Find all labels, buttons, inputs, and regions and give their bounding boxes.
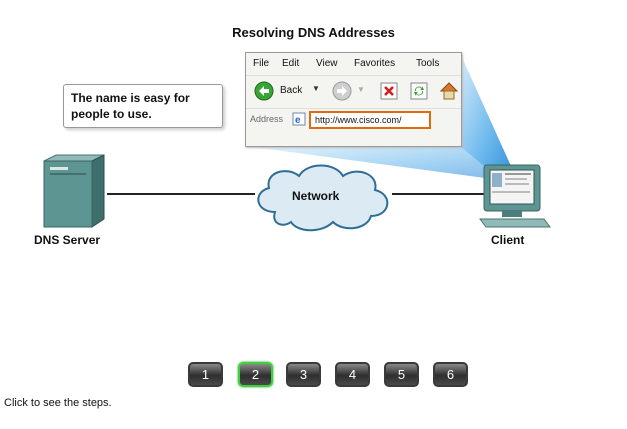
menu-file[interactable]: File — [253, 58, 270, 69]
dns-server-label: DNS Server — [34, 233, 101, 247]
forward-arrow-icon[interactable] — [332, 81, 352, 101]
page-title: Resolving DNS Addresses — [232, 25, 395, 40]
refresh-icon[interactable] — [410, 82, 428, 100]
step-button-4[interactable]: 4 — [335, 362, 370, 387]
chevron-down-icon: ▼ — [312, 84, 320, 93]
browser-window: File Edit View Favorites Tools Back ▼ ▼ — [245, 52, 462, 147]
browser-toolbar: Back ▼ ▼ — [246, 75, 461, 106]
step-button-5[interactable]: 5 — [384, 362, 419, 387]
menu-view[interactable]: View — [316, 58, 338, 69]
network-label: Network — [292, 189, 340, 203]
step-button-2[interactable]: 2 — [238, 362, 273, 387]
svg-text:e: e — [295, 115, 301, 126]
back-label: Back — [280, 85, 303, 96]
dns-server-icon — [43, 154, 105, 228]
instructions-text: Click to see the steps. — [4, 397, 112, 409]
browser-menubar: File Edit View Favorites Tools — [246, 53, 461, 73]
step-button-6[interactable]: 6 — [433, 362, 468, 387]
client-label: Client — [491, 233, 525, 247]
address-label: Address — [250, 114, 284, 124]
network-cloud-icon — [257, 164, 389, 232]
network-link-right — [392, 193, 488, 195]
client-computer-icon — [479, 164, 551, 228]
chevron-down-icon: ▼ — [357, 85, 365, 94]
menu-favorites[interactable]: Favorites — [354, 58, 396, 69]
network-link-left — [107, 193, 255, 195]
url-input[interactable]: http://www.cisco.com/ — [309, 111, 431, 129]
back-arrow-icon — [254, 81, 274, 101]
ie-page-icon: e — [292, 112, 306, 126]
address-bar: Address e http://www.cisco.com/ — [246, 108, 461, 129]
menu-edit[interactable]: Edit — [282, 58, 300, 69]
menu-tools[interactable]: Tools — [416, 58, 440, 69]
step-button-3[interactable]: 3 — [286, 362, 321, 387]
home-icon[interactable] — [439, 81, 459, 101]
step-button-1[interactable]: 1 — [188, 362, 223, 387]
stop-icon[interactable] — [380, 82, 398, 100]
info-callout: The name is easy for people to use. — [63, 84, 223, 128]
